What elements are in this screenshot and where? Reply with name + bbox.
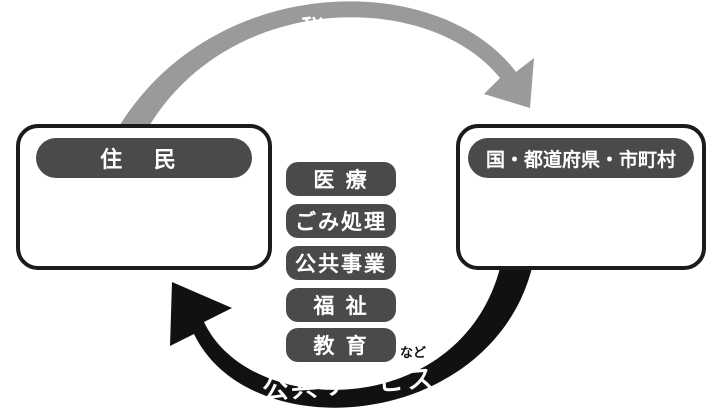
service-item-education: 教 育 [286,328,396,362]
service-item-welfare: 福 祉 [286,288,396,322]
tax-arrow [118,1,534,128]
residents-title: 住 民 [36,138,252,178]
residents-box: 住 民 [16,124,272,270]
services-suffix: など [400,346,427,361]
government-title: 国・都道府県・市町村 [468,138,694,178]
service-item-waste: ごみ処理 [286,204,396,238]
service-arrow [170,268,532,408]
service-item-medical: 医 療 [286,162,396,196]
government-box: 国・都道府県・市町村 [456,124,706,270]
service-item-public-works: 公共事業 [286,246,396,280]
